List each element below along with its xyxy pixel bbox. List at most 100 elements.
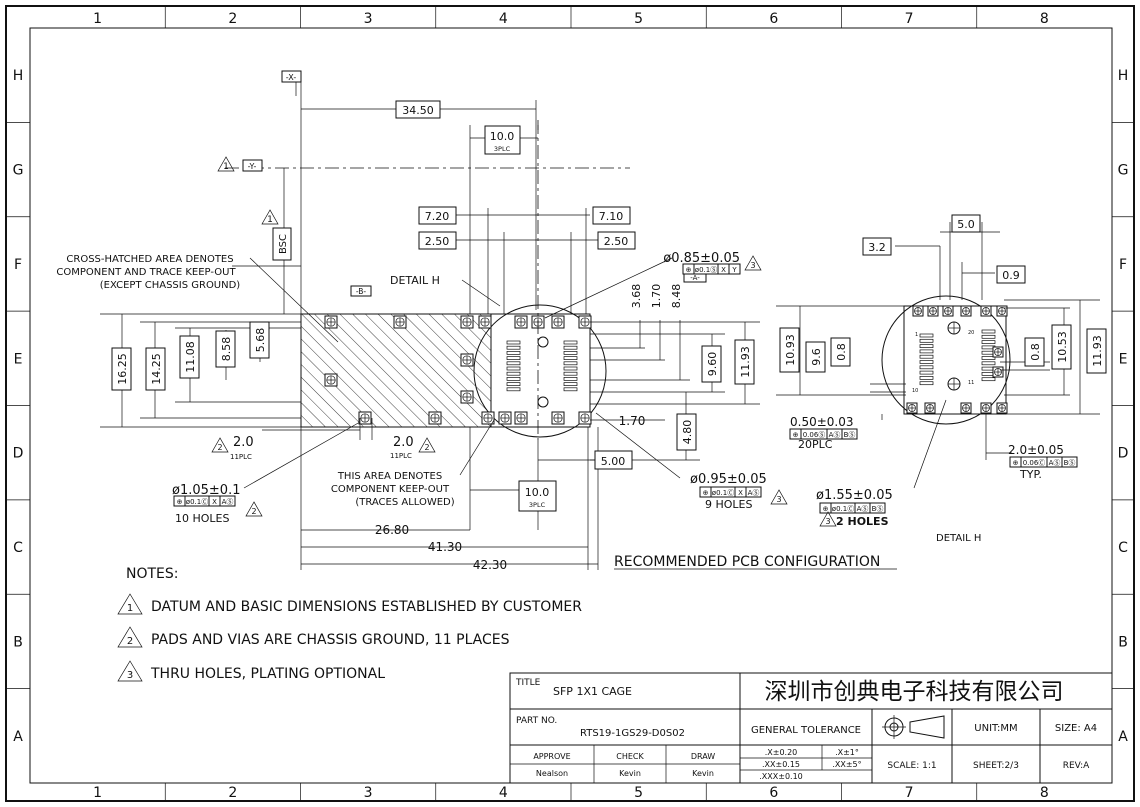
svg-text:14.25: 14.25: [150, 353, 163, 385]
dim-1-70-h: 1.70: [619, 414, 646, 428]
svg-text:2.0: 2.0: [393, 435, 414, 450]
svg-text:16.25: 16.25: [116, 353, 129, 385]
zone-row-A-right: A: [1118, 729, 1128, 745]
zone-col-1-bottom: 1: [93, 785, 102, 801]
pad: [563, 382, 578, 386]
pad: [506, 382, 521, 386]
zone-row-A-left: A: [13, 729, 23, 745]
detail-dim-11-93: 11.93: [1086, 328, 1107, 374]
svg-text:11PLC: 11PLC: [390, 452, 412, 460]
plc-20-label: 20PLC: [798, 438, 833, 451]
pad: [506, 356, 521, 360]
svg-text:THIS AREA DENOTES: THIS AREA DENOTES: [337, 471, 442, 482]
svg-text:10.0: 10.0: [490, 130, 515, 143]
svg-text:7.10: 7.10: [599, 210, 624, 223]
projection-symbol: [882, 715, 945, 739]
pad: [919, 370, 934, 375]
svg-text:0.06Ⓒ: 0.06Ⓒ: [1023, 459, 1046, 467]
zone-col-7-bottom: 7: [905, 785, 914, 801]
pad: [981, 334, 996, 339]
sheet: SHEET:2/3: [973, 761, 1019, 771]
svg-text:BⓈ: BⓈ: [1064, 459, 1076, 467]
svg-text:20: 20: [968, 330, 974, 336]
dim-2-0-11plc-left: 2 2.0 11PLC: [211, 435, 254, 461]
svg-text:11.93: 11.93: [739, 346, 752, 378]
zone-col-1-top: 1: [93, 11, 102, 27]
svg-text:ø0.1Ⓒ: ø0.1Ⓒ: [186, 498, 208, 506]
partno-label: PART NO.: [516, 716, 557, 726]
zone-col-7-top: 7: [905, 11, 914, 27]
pad: [981, 340, 996, 344]
dim-7-20: 7.20: [418, 206, 457, 225]
svg-text:3: 3: [750, 261, 755, 270]
revision: REV:A: [1063, 761, 1090, 771]
zone-col-6-bottom: 6: [769, 785, 778, 801]
pad: [563, 340, 578, 345]
typ-label: TYP.: [1019, 468, 1042, 481]
dim-34-50: 34.50: [395, 100, 441, 119]
dim-14-25: 14.25: [145, 347, 166, 391]
svg-text:BSC: BSC: [278, 234, 289, 254]
pad: [563, 345, 578, 350]
main-view: [225, 120, 630, 440]
pad: [919, 333, 934, 338]
svg-text:5.68: 5.68: [254, 328, 267, 353]
zone-row-E-right: E: [1119, 351, 1128, 367]
pad: [981, 329, 996, 334]
company-name: 深圳市创典电子科技有限公司: [765, 679, 1064, 705]
hole-105-label: ø1.05±0.1: [172, 483, 240, 498]
svg-text:AⓈ: AⓈ: [222, 498, 234, 506]
svg-text:1: 1: [915, 332, 918, 338]
zone-row-F-left: F: [14, 257, 22, 273]
zone-row-B-left: B: [13, 634, 23, 650]
svg-text:AⓈ: AⓈ: [857, 505, 869, 513]
dim-9-60: 9.60: [701, 345, 722, 383]
pad: [506, 366, 521, 371]
title-block: TITLE SFP 1X1 CAGE 深圳市创典电子科技有限公司 PART NO…: [509, 672, 1113, 784]
hole-085-label: ø0.85±0.05: [663, 251, 740, 266]
dim-2-0-typ: 2.0±0.05: [1008, 443, 1064, 457]
dim-8-58: 8.58: [215, 330, 236, 368]
zone-col-6-top: 6: [769, 11, 778, 27]
svg-text:2: 2: [251, 507, 256, 516]
dim-16-25: 16.25: [111, 347, 132, 391]
pad: [506, 351, 521, 355]
zone-row-D-right: D: [1118, 446, 1129, 462]
detail-h-caption: DETAIL H: [936, 533, 981, 544]
svg-text:RECOMMENDED PCB CONFIGURATIO: RECOMMENDED PCB CONFIGURATION: [614, 554, 880, 570]
dim-5-00: 5.00: [594, 450, 633, 470]
detail-dim-10-53: 10.53: [1051, 324, 1072, 370]
svg-text:⊕: ⊕: [1013, 459, 1019, 467]
zone-row-F-right: F: [1119, 257, 1127, 273]
svg-text:2.50: 2.50: [425, 235, 450, 248]
holes-9-label: 9 HOLES: [705, 498, 753, 511]
svg-text:ø0.1Ⓢ: ø0.1Ⓢ: [695, 266, 717, 274]
datum-x: -X-: [281, 70, 302, 83]
svg-text:2.0: 2.0: [233, 435, 254, 450]
svg-text:Y: Y: [731, 266, 737, 274]
pad: [919, 365, 934, 370]
pad: [563, 387, 578, 392]
svg-text:2.50: 2.50: [604, 235, 629, 248]
datum-y: -Y-: [242, 159, 263, 172]
zone-col-8-top: 8: [1040, 11, 1049, 27]
zone-col-5-top: 5: [634, 11, 643, 27]
svg-text:CROSS-HATCHED AREA DENOTES: CROSS-HATCHED AREA DENOTES: [66, 254, 233, 265]
svg-text:9.6: 9.6: [810, 348, 823, 366]
svg-text:⊕: ⊕: [793, 431, 799, 439]
svg-text:11PLC: 11PLC: [230, 453, 252, 461]
pad: [563, 351, 578, 355]
detail-dim-0-9: 0.9: [996, 265, 1026, 284]
svg-text:(TRACES ALLOWED): (TRACES ALLOWED): [355, 497, 454, 508]
holes-10-label: 10 HOLES: [175, 512, 230, 525]
pad: [919, 381, 934, 386]
dim-7-10: 7.10: [592, 206, 631, 225]
svg-text:3: 3: [825, 517, 830, 526]
unit: UNIT:MM: [974, 723, 1017, 734]
svg-text:(EXCEPT CHASSIS GROUND): (EXCEPT CHASSIS GROUND): [100, 280, 241, 291]
zone-row-H-left: H: [13, 68, 24, 84]
